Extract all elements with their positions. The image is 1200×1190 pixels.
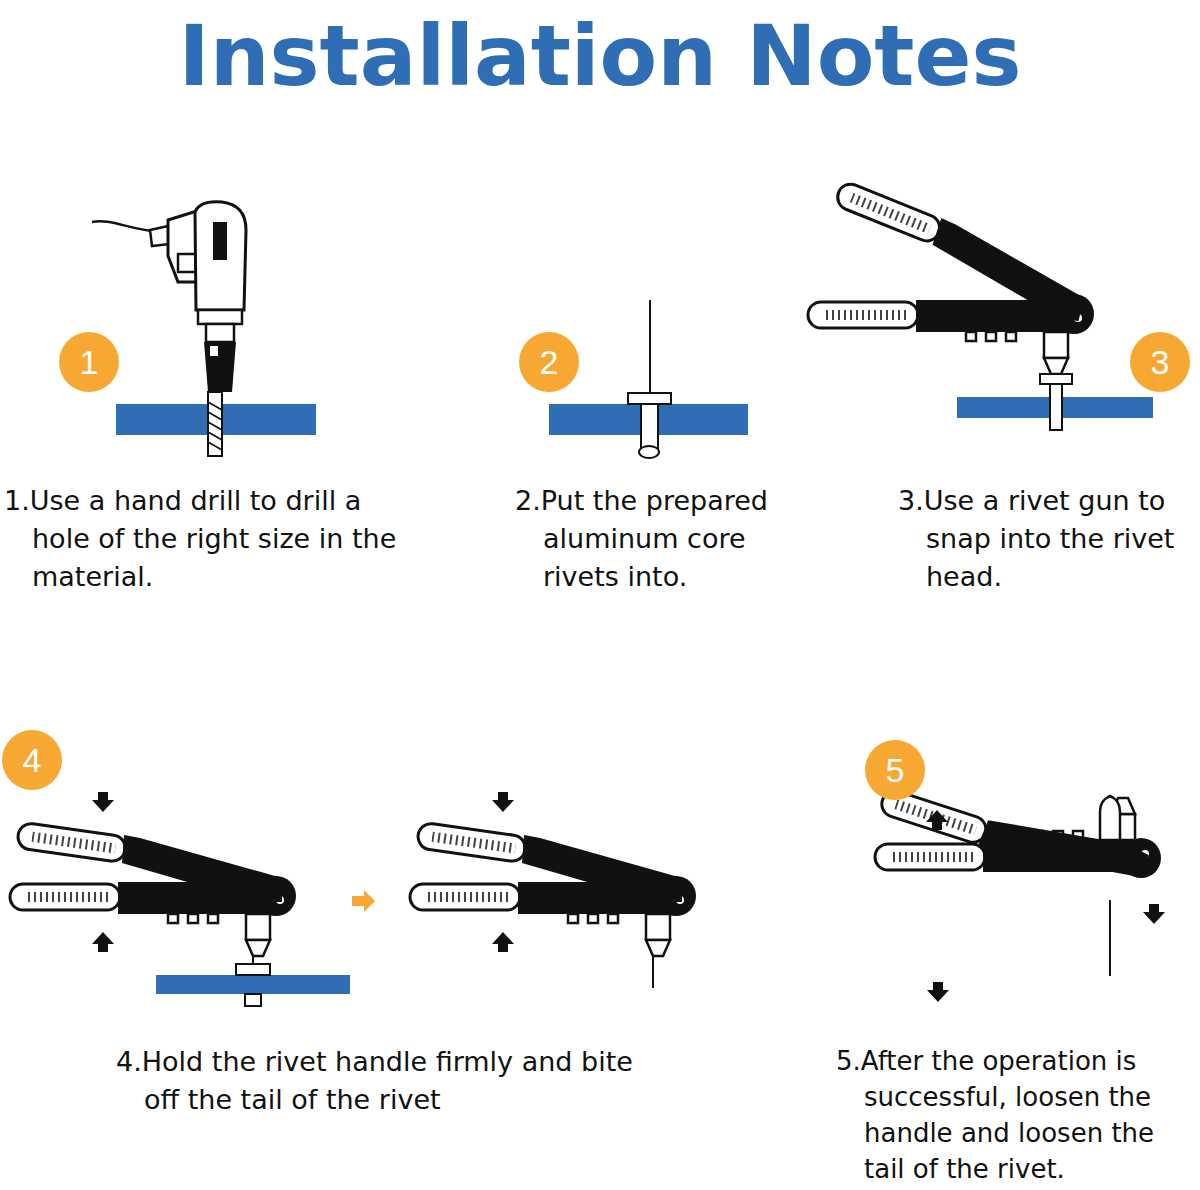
title: Installation Notes	[0, 6, 1200, 106]
step-number-circle: 4	[2, 730, 62, 790]
callout-number: 1	[80, 345, 99, 379]
callout-number: 4	[23, 743, 42, 777]
step-caption: 4.Hold the rivet handle firmly and bite …	[116, 1043, 656, 1119]
step-caption: 1.Use a hand drill to drill a hole of th…	[4, 482, 404, 596]
step-caption: 2.Put the prepared aluminum core rivets …	[515, 482, 825, 596]
callout-number: 2	[540, 345, 559, 379]
callout-number: 3	[1151, 345, 1170, 379]
step-number-circle: 1	[59, 332, 119, 392]
callout-number: 5	[886, 753, 905, 787]
step-caption: 5.After the operation is successful, loo…	[836, 1043, 1196, 1187]
step-number-circle: 5	[865, 740, 925, 800]
step-caption: 3.Use a rivet gun to snap into the rivet…	[898, 482, 1196, 596]
step-number-circle: 2	[519, 332, 579, 392]
step-number-circle: 3	[1130, 332, 1190, 392]
